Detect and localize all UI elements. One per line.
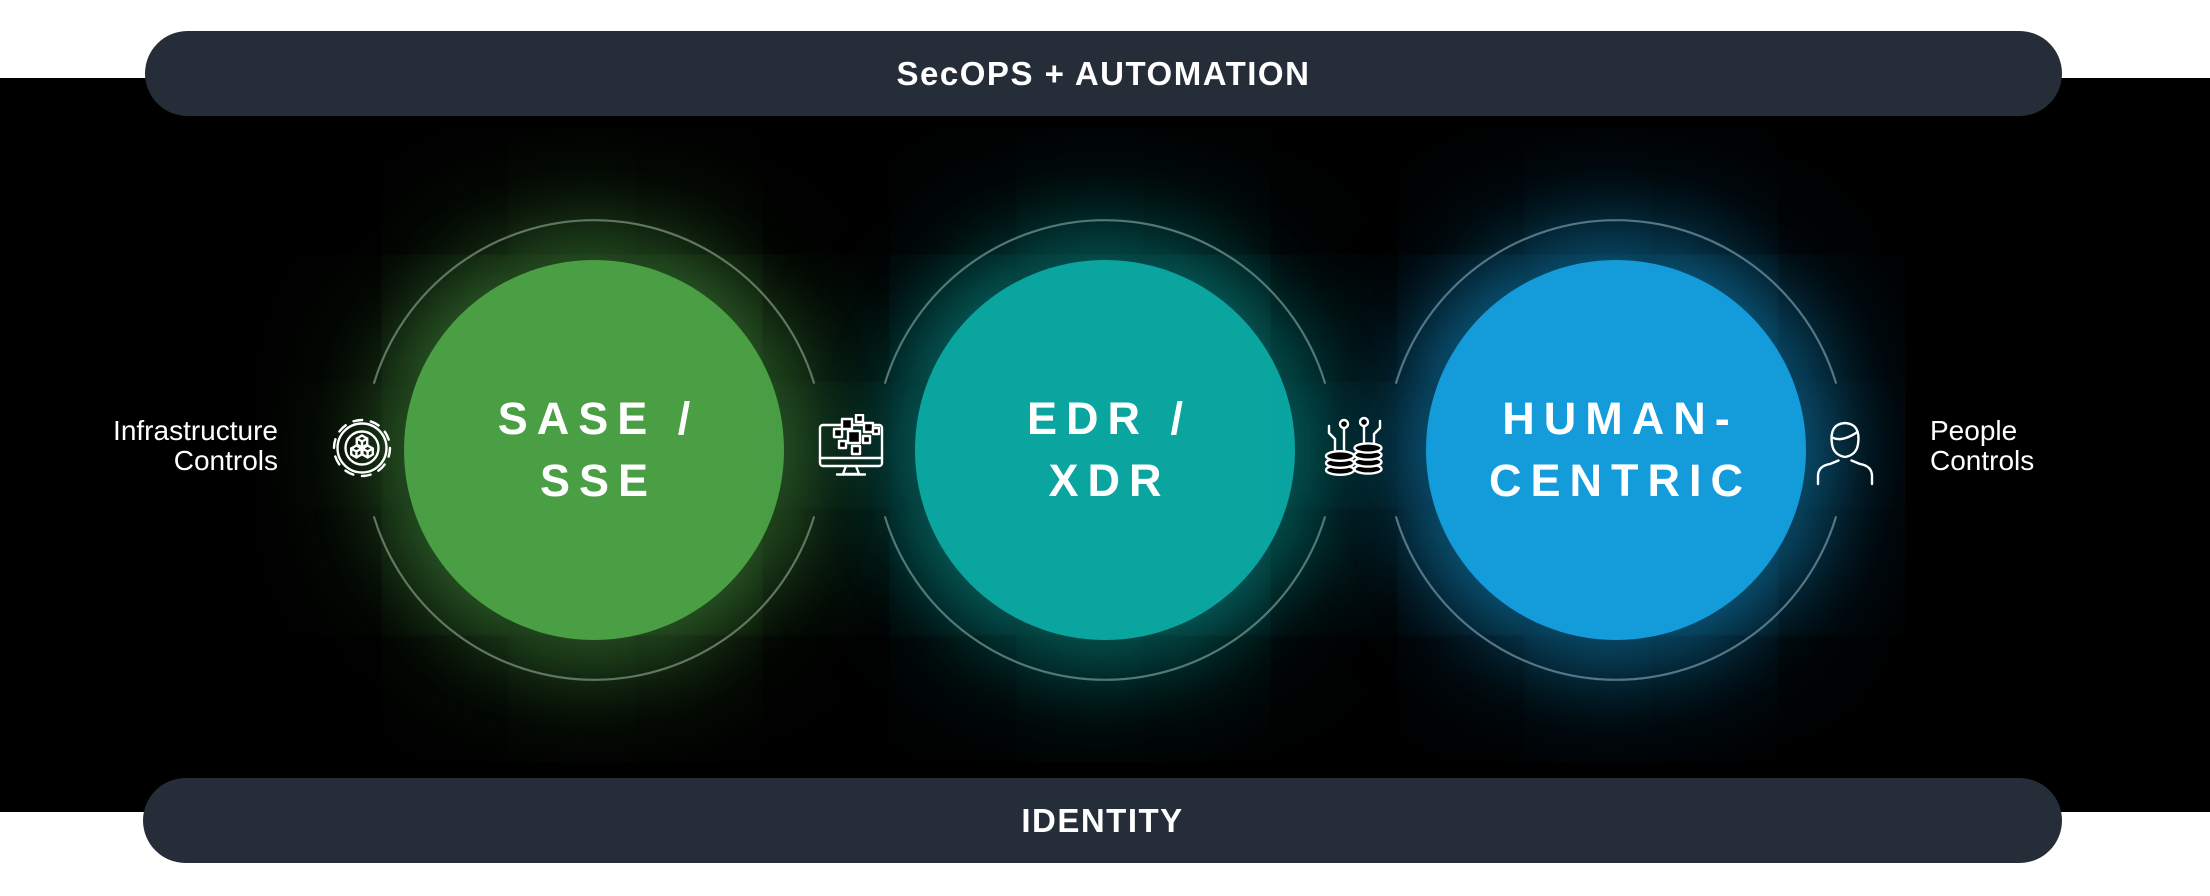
people-controls-label: People Controls (1930, 415, 2035, 476)
circle-sase-sse: SASE / SSE (404, 260, 784, 640)
identity-bar: IDENTITY (143, 778, 2062, 863)
orbit-ring (373, 219, 815, 681)
node-human-centric: HUMAN- CENTRIC (1384, 218, 1848, 682)
node-edr-xdr: EDR / XDR (873, 218, 1337, 682)
identity-label: IDENTITY (1021, 801, 1184, 839)
person-icon (1811, 414, 1879, 486)
orbit-ring (884, 219, 1326, 681)
circle-edr-xdr: EDR / XDR (915, 260, 1295, 640)
data-stacks-circuit-icon (1320, 412, 1388, 482)
node-sase-sse: SASE / SSE (362, 218, 826, 682)
secops-automation-bar: SecOPS + AUTOMATION (145, 31, 2062, 116)
monitor-data-icon (815, 414, 887, 480)
infrastructure-controls-label: Infrastructure Controls (113, 415, 278, 476)
circle-edr-xdr-label: EDR / XDR (1026, 393, 1192, 506)
circle-human-centric-label: HUMAN- CENTRIC (1489, 393, 1752, 506)
circle-human-centric: HUMAN- CENTRIC (1426, 260, 1806, 640)
circle-sase-sse-label: SASE / SSE (497, 393, 700, 506)
orbit-ring (1395, 219, 1837, 681)
gear-cubes-icon (327, 412, 397, 484)
secops-automation-label: SecOPS + AUTOMATION (896, 54, 1311, 92)
